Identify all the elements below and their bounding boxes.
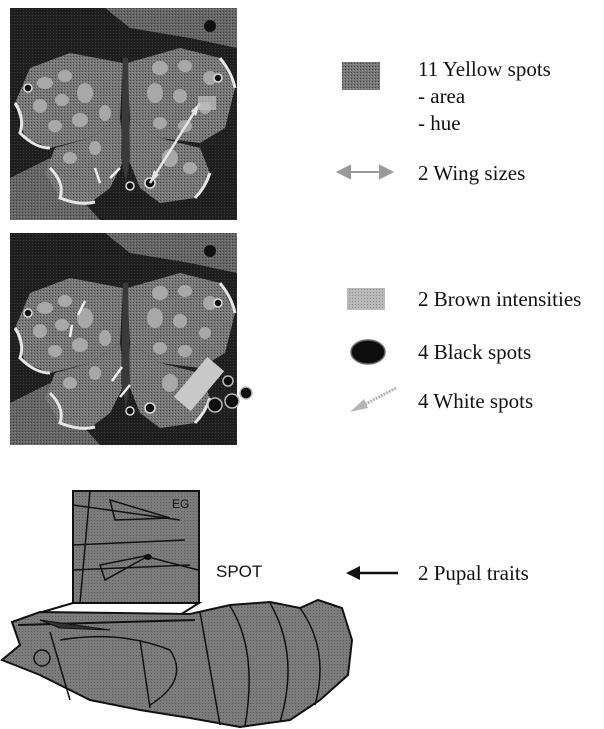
white-arrow-icon: [350, 388, 396, 412]
black-spots-label: 4 Black spots: [418, 340, 531, 364]
yellow-spot-highlight: [198, 96, 216, 110]
yellow-spot-swatch: [342, 62, 380, 90]
black-spot-icon: [351, 340, 385, 364]
butterfly-photo-top: [10, 8, 237, 220]
butterfly-photo-bottom: [10, 233, 252, 445]
yellow-spots-hue-label: - hue: [418, 111, 461, 135]
double-arrow-icon: [338, 166, 392, 178]
brown-intensities-label: 2 Brown intensities: [418, 287, 581, 311]
brown-swatch: [347, 288, 385, 310]
wing-sizes-label: 2 Wing sizes: [418, 161, 525, 185]
pupa-spot-mark: [144, 554, 152, 560]
inset-corner-label: EG: [172, 497, 189, 511]
left-arrow-icon: [346, 566, 398, 580]
pupal-traits-label: 2 Pupal traits: [418, 561, 529, 585]
yellow-spots-label: 11 Yellow spots: [418, 57, 551, 81]
yellow-spots-area-label: - area: [418, 84, 466, 108]
pupa-diagram: EG SPOT: [2, 491, 352, 727]
white-spots-label: 4 White spots: [418, 389, 533, 413]
pupa-body: [2, 600, 352, 727]
spot-label: SPOT: [216, 562, 262, 581]
